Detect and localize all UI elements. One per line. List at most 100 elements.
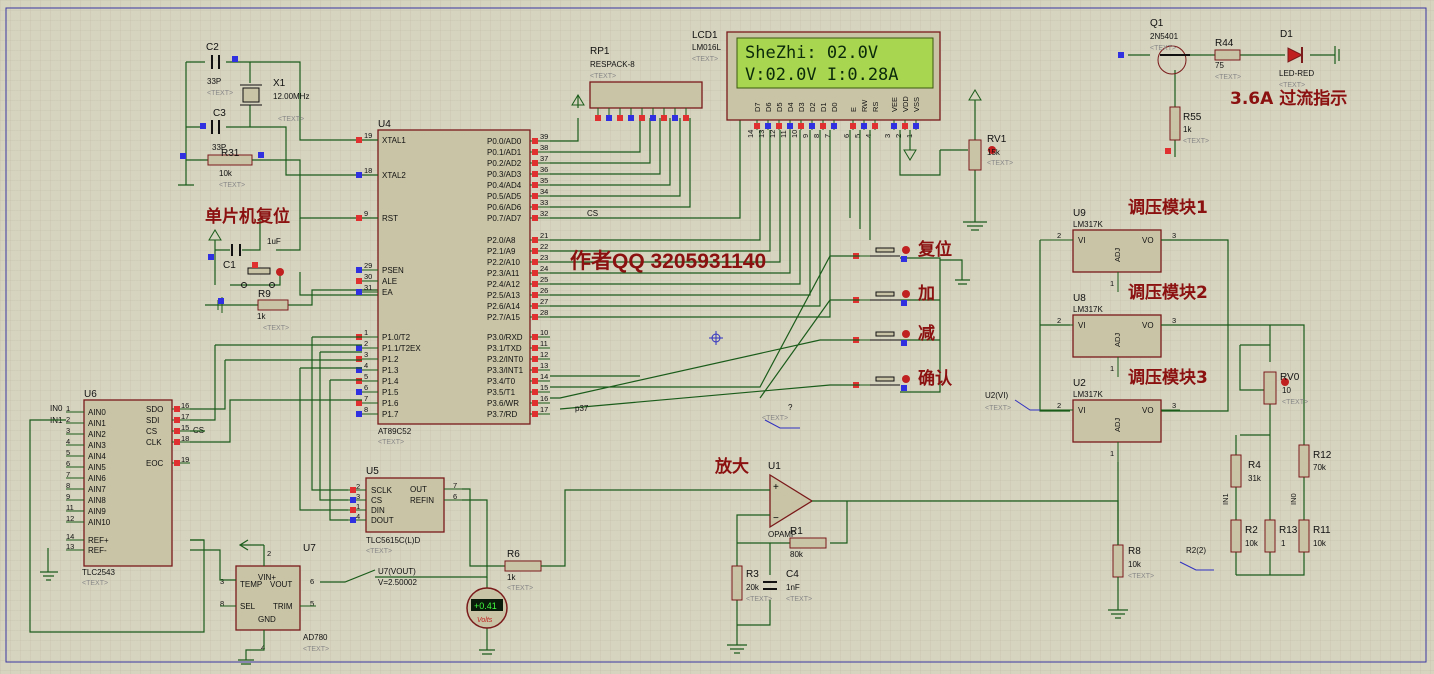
mcu-left-pin-num: 19 <box>364 131 372 140</box>
mcu-right-pin-marker <box>532 356 538 362</box>
voltmeter-reading: +0.41 <box>474 601 497 611</box>
adc-output-label: SDI <box>146 416 159 425</box>
r55-ref: R55 <box>1183 112 1202 123</box>
u5-ref: U5 <box>366 466 379 477</box>
regulator-vi-num: 2 <box>1057 316 1061 325</box>
mcu-left-pin-label: P1.1/T2EX <box>382 344 421 353</box>
adc-output-num: 15 <box>181 423 189 432</box>
r2-value: 10k <box>1245 539 1259 548</box>
mcu-right-pin-num: 37 <box>540 154 548 163</box>
mcu-right-pin-label: P3.7/RD <box>487 410 517 419</box>
mcu-right-pin-marker <box>532 378 538 384</box>
r12-ref: R12 <box>1313 450 1332 461</box>
mcu-right-pin-marker <box>532 248 538 254</box>
author-label: 作者QQ 3205931140 <box>570 249 766 273</box>
adc-input-label: AIN5 <box>88 463 106 472</box>
d1-value: LED-RED <box>1279 69 1314 78</box>
mcu-left-pin-marker <box>356 378 362 384</box>
mcu-left-pin-label: P1.7 <box>382 410 399 419</box>
push-button[interactable]: 确认 <box>853 368 953 391</box>
lcd-pin-label: VSS <box>912 97 921 112</box>
mcu-left-pin-marker <box>356 137 362 143</box>
lcd-pin-marker <box>754 123 760 129</box>
regulator-vo-num: 3 <box>1172 231 1176 240</box>
regulator-vi: VI <box>1078 321 1086 330</box>
rp1-resistor-pack: RP1 RESPACK-8 <TEXT> <box>571 46 703 121</box>
adc-ref-num: 13 <box>66 542 74 551</box>
mcu-right-pin-num: 22 <box>540 242 548 251</box>
adc-output-marker <box>174 460 180 466</box>
adc-input-num: 7 <box>66 470 70 479</box>
mcu-right-pin-num: 36 <box>540 165 548 174</box>
in0-rotated: IN0 <box>1289 493 1298 505</box>
c4-value: 1nF <box>786 583 800 592</box>
r9-ref: R9 <box>258 289 271 300</box>
mcu-left-pin-label: EA <box>382 288 393 297</box>
adc-input-label: AIN10 <box>88 518 111 527</box>
regulator-adj-num: 1 <box>1110 279 1114 288</box>
rp1-pin-marker <box>639 115 645 121</box>
button-cap <box>875 331 895 337</box>
lcd-pin-marker <box>820 123 826 129</box>
r44-text: <TEXT> <box>1215 74 1241 81</box>
c4-text: <TEXT> <box>786 596 812 603</box>
r3-value: 20k <box>746 583 760 592</box>
rp1-pin-marker <box>672 115 678 121</box>
regulator-vi-num: 2 <box>1057 231 1061 240</box>
mcu-left-pin-label: XTAL1 <box>382 136 406 145</box>
c1-value: 1uF <box>267 237 281 246</box>
mcu-right-pin-num: 25 <box>540 275 548 284</box>
lcd-text: <TEXT> <box>692 56 718 63</box>
vref-pin-label: GND <box>258 615 276 624</box>
u7-model: AD780 <box>303 633 328 642</box>
regulator-adj: ADJ <box>1113 418 1122 432</box>
mcu-right-pin-label: P3.6/WR <box>487 399 519 408</box>
rp1-pin-marker <box>617 115 623 121</box>
r12-value: 70k <box>1313 463 1327 472</box>
r6-text: <TEXT> <box>507 585 533 592</box>
regulator-vo: VO <box>1142 406 1154 415</box>
d1-text: <TEXT> <box>1279 82 1305 89</box>
regulator-label: 调压模块3 <box>1128 367 1208 388</box>
adc-output-marker <box>174 428 180 434</box>
regulator-vo-num: 3 <box>1172 401 1176 410</box>
r3-text: <TEXT> <box>746 596 772 603</box>
u7-probe-value: V=2.50002 <box>378 578 417 587</box>
r6-value: 1k <box>507 573 516 582</box>
mcu-right-pin-marker <box>532 411 538 417</box>
adc-output-marker <box>174 417 180 423</box>
dac-left-marker <box>350 507 356 513</box>
lcd-pin-label: D5 <box>775 102 784 112</box>
mcu-right-pin-marker <box>532 138 538 144</box>
adc-input-label: AIN2 <box>88 430 106 439</box>
adc-output-num: 17 <box>181 412 189 421</box>
regulator-vi: VI <box>1078 406 1086 415</box>
mcu-right-pin-num: 28 <box>540 308 548 317</box>
r9-value: 1k <box>257 312 266 321</box>
lcd-pin-label: E <box>849 107 858 112</box>
lcd-pin-marker <box>891 123 897 129</box>
mcu-right-pin-label: P2.7/A15 <box>487 313 520 322</box>
adc-input-num: 11 <box>66 503 74 512</box>
mcu-left-pin-marker <box>356 289 362 295</box>
mcu-left-pin-marker <box>356 278 362 284</box>
r8-value: 10k <box>1128 560 1142 569</box>
amp-label: 放大 <box>714 456 749 477</box>
rp1-text: <TEXT> <box>590 73 616 80</box>
adc-output-marker <box>174 439 180 445</box>
lcd-pin-label: D6 <box>764 102 773 112</box>
lcd-pin-marker <box>787 123 793 129</box>
adc-input-num: 8 <box>66 481 70 490</box>
mcu-right-pin-marker <box>532 303 538 309</box>
dac-left-num: 3 <box>356 492 360 501</box>
dac-left-label: DOUT <box>371 516 394 525</box>
c2-value: 33P <box>207 77 221 86</box>
opamp-u1: +− U1 OPAMP R1 80k R3 20k C4 1nF <TEXT> … <box>720 461 1119 654</box>
rp1-pin-marker <box>628 115 634 121</box>
q1-value: 2N5401 <box>1150 32 1179 41</box>
mcu-left-pin-num: 9 <box>364 209 368 218</box>
mcu-right-pin-marker <box>532 237 538 243</box>
button-indicator <box>902 330 910 338</box>
